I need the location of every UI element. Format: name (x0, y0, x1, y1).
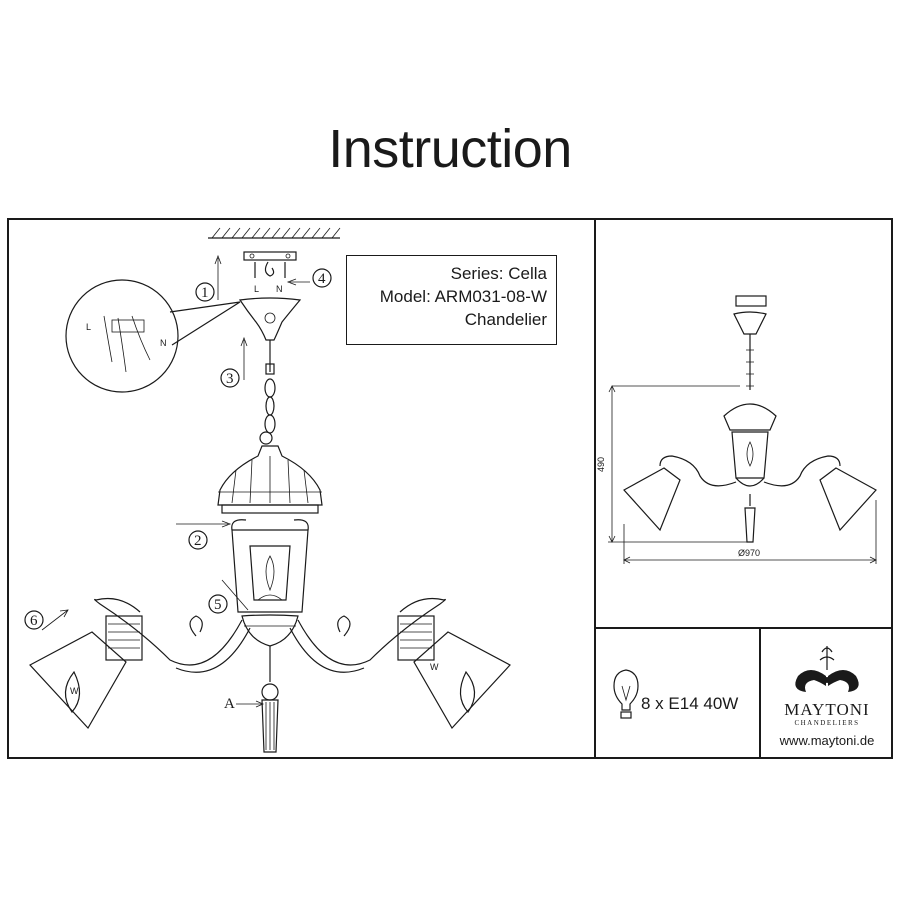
right-lamp-shade: W (397, 615, 511, 730)
finial-label: A (224, 696, 235, 712)
chain (259, 340, 276, 445)
maytoni-logo-icon (795, 646, 859, 692)
step-2-label: 2 (194, 533, 202, 549)
ceiling-hatch (208, 227, 341, 239)
live-terminal-label: L (254, 284, 259, 294)
diameter-dimension: Ø970 (738, 548, 760, 558)
bulb-icon (613, 669, 639, 719)
step-callouts: 1 2 3 4 5 6 A (24, 254, 332, 712)
lantern-body (231, 519, 309, 613)
brand-subtitle: CHANDELIERS (794, 719, 860, 727)
step-1-label: 1 (201, 285, 209, 301)
step-6-label: 6 (30, 613, 38, 629)
left-lamp-marking: W (70, 686, 79, 696)
lantern-dome (217, 445, 323, 514)
panel-divider-vertical (594, 218, 596, 759)
step-5-label: 5 (214, 597, 222, 613)
left-lamp-shade: W (29, 615, 143, 730)
step-3-label: 3 (226, 371, 234, 387)
right-lamp-marking: W (430, 662, 439, 672)
height-dimension: 490 (596, 457, 606, 472)
bubble-neutral-label: N (160, 338, 167, 348)
brand-website: www.maytoni.de (779, 733, 875, 748)
brand-name: MAYTONI (784, 700, 870, 719)
bubble-live-label: L (86, 322, 91, 332)
product-info-box: Series: Cella Model: ARM031-08-W Chandel… (346, 255, 557, 345)
page-title: Instruction (328, 119, 572, 179)
dimension-drawing: 490 Ø970 (596, 295, 877, 564)
chandelier-arms (94, 597, 446, 673)
canopy (238, 297, 302, 341)
series-label: Series: Cella (450, 264, 547, 283)
bottom-bowl (241, 614, 299, 753)
product-type-label: Chandelier (464, 310, 547, 329)
mounting-bracket: L N (243, 251, 297, 294)
bulb-spec: 8 x E14 40W (641, 694, 739, 713)
instruction-frame (7, 218, 893, 759)
panel-divider-horizontal (594, 627, 893, 629)
model-label: Model: ARM031-08-W (379, 287, 547, 306)
neutral-terminal-label: N (276, 284, 283, 294)
panel-divider-bottom (759, 627, 761, 759)
wiring-detail-bubble: L N (65, 279, 241, 393)
step-4-label: 4 (318, 271, 326, 287)
